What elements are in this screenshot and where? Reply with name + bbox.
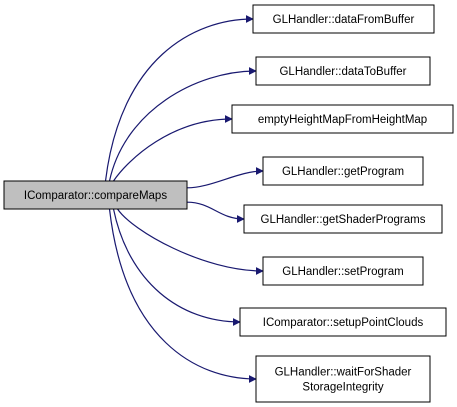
edges [104,15,264,383]
target-node-glhandler-datatobuffer[interactable]: GLHandler::dataToBuffer [255,56,431,86]
target-node-emptyheightmapfromheightmap-label: emptyHeightMapFromHeightMap [258,114,427,126]
edge-to-t4 [186,201,245,223]
edge-to-t1 [108,67,257,182]
target-node-glhandler-getprogram-label: GLHandler::getProgram [282,166,404,178]
target-node-glhandler-waitforshaderstorageintegrity-label: GLHandler::waitForShader [275,367,412,379]
edge-to-t2 [113,115,233,182]
target-node-emptyheightmapfromheightmap[interactable]: emptyHeightMapFromHeightMap [231,104,454,134]
target-node-glhandler-datafrombuffer-box [252,4,435,34]
source-node-compare-maps-label: IComparator::compareMaps [24,190,167,202]
target-node-glhandler-setprogram[interactable]: GLHandler::setProgram [262,256,424,286]
target-node-glhandler-datatobuffer-label: GLHandler::dataToBuffer [279,66,406,78]
edge-to-t6 [112,208,241,326]
edge-to-t3 [186,167,264,189]
target-node-glhandler-getprogram-box [262,156,424,186]
nodes: IComparator::compareMaps GLHandler::dataF… [3,4,454,403]
edge-to-t5 [117,208,264,275]
target-node-glhandler-waitforshaderstorageintegrity-box [255,355,431,403]
edge-to-t7 [108,208,257,383]
source-node-compare-maps-box [3,180,188,210]
target-node-icomparator-setuppointclouds-label: IComparator::setupPointClouds [263,317,424,329]
target-node-icomparator-setuppointclouds-box [239,307,447,337]
target-node-glhandler-getprogram[interactable]: GLHandler::getProgram [262,156,424,186]
target-node-glhandler-waitforshaderstorageintegrity-label: StorageIntegrity [302,382,383,394]
source-node-compare-maps[interactable]: IComparator::compareMaps [3,180,188,210]
edge-to-t0 [104,15,254,182]
target-node-emptyheightmapfromheightmap-box [231,104,454,134]
target-node-glhandler-getshaderprograms-label: GLHandler::getShaderPrograms [261,214,426,226]
target-node-icomparator-setuppointclouds[interactable]: IComparator::setupPointClouds [239,307,447,337]
target-node-glhandler-setprogram-box [262,256,424,286]
target-node-glhandler-datafrombuffer[interactable]: GLHandler::dataFromBuffer [252,4,435,34]
target-node-glhandler-setprogram-label: GLHandler::setProgram [282,266,403,278]
target-node-glhandler-datatobuffer-box [255,56,431,86]
target-node-glhandler-getshaderprograms[interactable]: GLHandler::getShaderPrograms [243,204,443,234]
target-node-glhandler-getshaderprograms-box [243,204,443,234]
target-node-glhandler-datafrombuffer-label: GLHandler::dataFromBuffer [273,14,415,26]
